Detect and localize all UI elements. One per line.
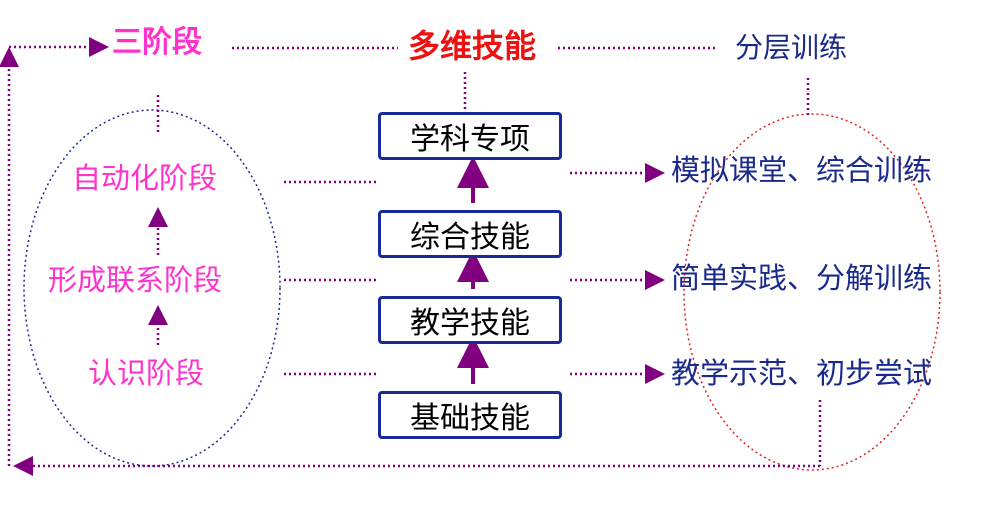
training-simple-practice: 简单实践、分解训练 [671,261,933,295]
stage-association: 形成联系阶段 [48,263,223,297]
left-ellipse [23,109,281,467]
stage-automation: 自动化阶段 [72,161,218,195]
skill-box-subject-specific: 学科专项 [378,112,562,160]
training-simulated-class: 模拟课堂、综合训练 [671,153,933,187]
stage-cognitive: 认识阶段 [88,356,205,390]
stages-title: 三阶段 [112,25,202,60]
training-demonstration: 教学示范、初步尝试 [671,356,933,390]
skill-box-comprehensive: 综合技能 [378,210,562,258]
skill-box-teaching: 教学技能 [378,296,562,344]
skill-box-basic: 基础技能 [378,391,562,439]
right-ellipse [683,113,941,471]
training-title: 分层训练 [735,31,848,64]
skills-title: 多维技能 [408,27,537,65]
